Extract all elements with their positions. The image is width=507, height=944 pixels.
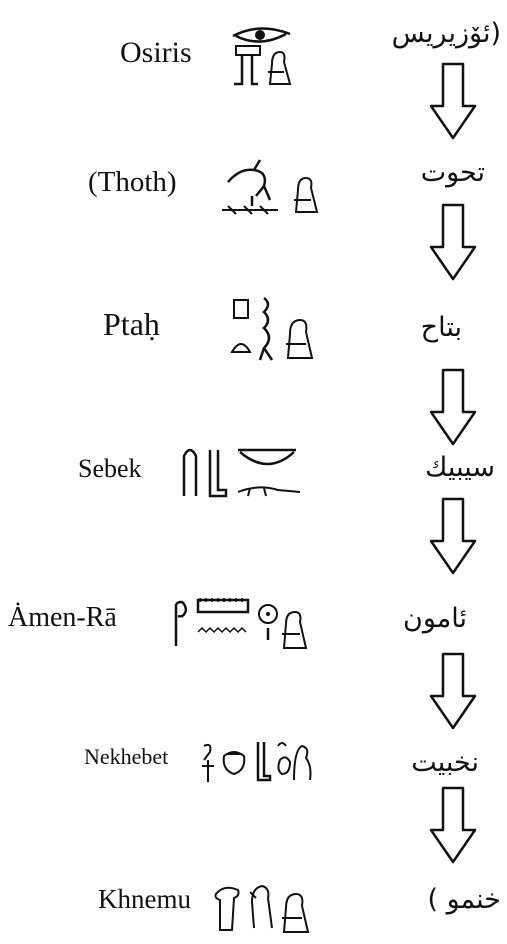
down-arrow-icon bbox=[429, 786, 477, 864]
deity-name-sebek: Sebek bbox=[78, 454, 142, 483]
hieroglyph-nekhebet-icon bbox=[202, 742, 312, 782]
deity-row-amen-ra: Ȧmen-Rā bbox=[0, 582, 340, 652]
deity-name-ptah: Ptaḥ bbox=[103, 306, 160, 342]
deity-row-ptah: Ptaḥ bbox=[0, 290, 340, 361]
deity-name-osiris: Osiris bbox=[120, 36, 192, 69]
deity-name-khnemu: Khnemu bbox=[98, 884, 191, 914]
arabic-label-ptah: بتاح bbox=[420, 312, 462, 343]
hieroglyph-thoth-icon bbox=[222, 159, 319, 215]
down-arrow-icon bbox=[429, 497, 477, 575]
deity-row-osiris: Osiris bbox=[0, 20, 340, 90]
deity-row-khnemu: Khnemu bbox=[0, 866, 340, 936]
hieroglyph-amen-ra-icon bbox=[174, 598, 308, 649]
down-arrow-icon bbox=[429, 368, 477, 446]
hieroglyph-ptah-icon bbox=[230, 297, 314, 361]
down-arrow-icon bbox=[429, 652, 477, 730]
down-arrow-icon bbox=[429, 203, 477, 281]
arabic-label-amen-ra: ئامون bbox=[403, 603, 467, 634]
arabic-label-nekhebet: نخبيت bbox=[411, 747, 479, 778]
hieroglyph-sebek-icon bbox=[182, 448, 301, 498]
deity-name-amen-ra: Ȧmen-Rā bbox=[8, 602, 117, 633]
hieroglyph-osiris-icon bbox=[232, 27, 292, 86]
deity-row-thoth: (Thoth) bbox=[0, 148, 340, 218]
deity-name-nekhebet: Nekhebet bbox=[84, 744, 169, 769]
arabic-label-khnemu: خنمو ) bbox=[427, 884, 501, 915]
down-arrow-icon bbox=[429, 62, 477, 140]
deity-row-nekhebet: Nekhebet bbox=[0, 724, 340, 794]
deity-row-sebek: Sebek bbox=[0, 432, 340, 502]
arabic-label-osiris: (ئۆزیریس bbox=[391, 18, 501, 49]
arabic-label-thoth: تحوت bbox=[420, 157, 485, 188]
deity-name-thoth: (Thoth) bbox=[88, 166, 177, 198]
arabic-label-sebek: سيبيك bbox=[425, 452, 495, 483]
hieroglyph-khnemu-icon bbox=[214, 884, 310, 933]
